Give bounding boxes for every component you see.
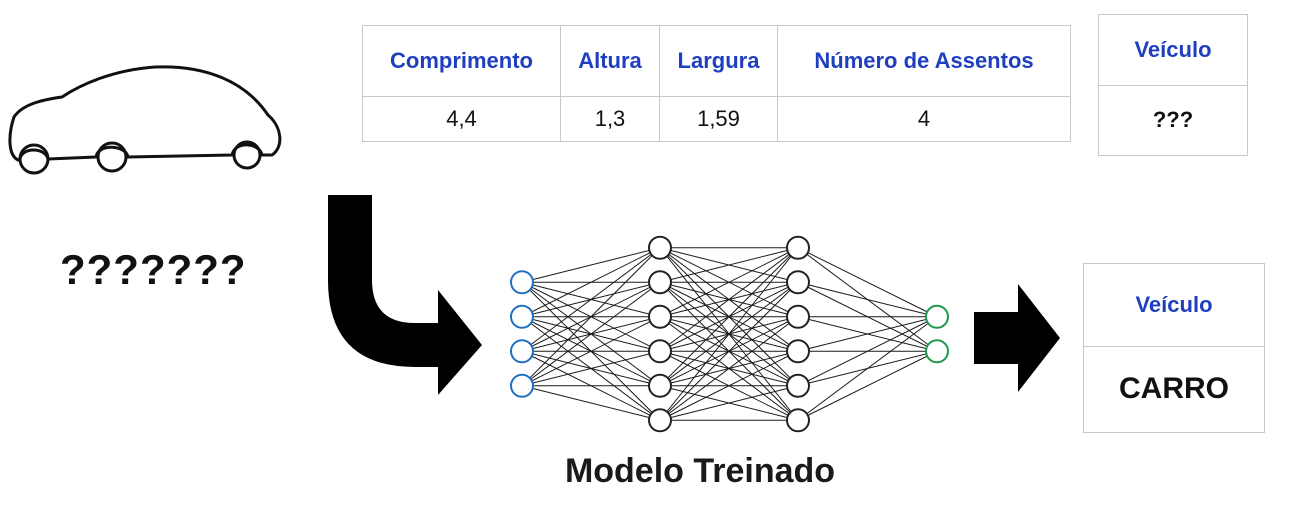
connection-line [521,385,661,421]
model-label: Modelo Treinado [564,452,836,490]
vehicle-box-unknown: Veículo ??? [1098,14,1248,156]
vehicle-header: Veículo [1084,264,1264,347]
input-neuron [510,339,534,364]
hidden-neuron [648,235,672,260]
connection-line [521,281,661,387]
value-numero-assentos: 4 [777,96,1071,142]
connection-line [659,247,799,421]
curved-arrow-icon [328,195,482,395]
connection-line [659,247,799,283]
value-comprimento: 4,4 [362,96,561,142]
connection-line [797,350,938,421]
hidden-neuron [648,339,672,364]
car-outline-icon [8,65,282,175]
hidden-neuron [786,373,810,398]
vehicle-header: Veículo [1099,15,1247,86]
connection-line [521,247,661,387]
header-largura: Largura [659,25,778,97]
hidden-neuron [648,373,672,398]
connection-line [521,247,661,352]
connection-line [797,316,938,387]
value-largura: 1,59 [659,96,778,142]
vehicle-box-result: Veículo CARRO [1083,263,1265,433]
header-numero-assentos: Número de Assentos [777,25,1071,97]
connection-line [659,385,799,421]
vehicle-value: CARRO [1119,372,1229,405]
connection-line [659,247,799,387]
features-table: Comprimento Altura Largura Número de Ass… [362,25,1071,142]
connection-line [521,247,661,283]
connection-line [797,316,938,352]
connection-line [659,316,799,421]
value-altura: 1,3 [560,96,660,142]
neural-network-diagram [510,235,949,433]
hidden-neuron [648,270,672,295]
output-neuron [925,339,949,364]
connection-line [659,247,799,318]
input-neuron [510,373,534,398]
header-comprimento: Comprimento [362,25,561,97]
connection-line [659,247,799,352]
hidden-neuron [786,270,810,295]
connection-line [797,281,938,318]
right-arrow-icon [974,284,1060,392]
connection-line [659,350,799,421]
hidden-neuron [786,304,810,329]
unknown-vehicle-label: ??????? [60,246,247,293]
vehicle-value: ??? [1152,107,1194,132]
connection-line [797,316,938,421]
hidden-neuron [648,304,672,329]
connection-line [521,247,661,318]
input-neuron [510,304,534,329]
hidden-neuron [786,235,810,260]
hidden-neuron [648,408,672,433]
table-row: 4,4 1,3 1,59 4 [362,96,1071,142]
connection-line [521,350,661,387]
header-altura: Altura [560,25,660,97]
output-neuron [925,304,949,329]
connection-line [521,316,661,387]
table-header-row: Comprimento Altura Largura Número de Ass… [362,25,1071,97]
hidden-neuron [786,339,810,364]
hidden-neuron [786,408,810,433]
input-neuron [510,270,534,295]
connection-line [659,281,799,421]
connection-line [797,247,938,318]
